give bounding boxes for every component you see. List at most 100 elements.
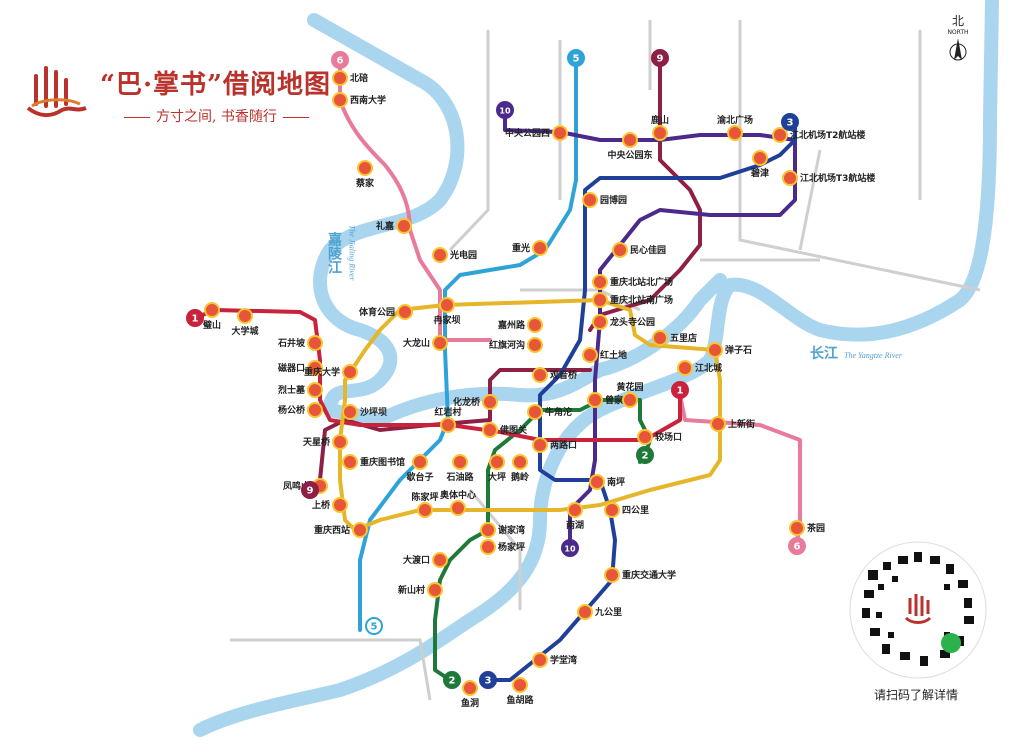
station-marker[interactable]: 西南大学 xyxy=(332,92,386,108)
book-station-icon[interactable] xyxy=(427,582,443,598)
book-station-icon[interactable] xyxy=(622,132,638,148)
station-marker[interactable]: 两路口 xyxy=(532,437,577,453)
station-marker[interactable]: 陈家坪 xyxy=(411,491,439,518)
station-marker[interactable]: 鱼洞 xyxy=(461,680,479,709)
book-station-icon[interactable] xyxy=(652,330,668,346)
line-badge[interactable]: 2 xyxy=(636,446,654,464)
station-marker[interactable]: 重庆交通大学 xyxy=(604,567,676,583)
book-station-icon[interactable] xyxy=(532,367,548,383)
book-station-icon[interactable] xyxy=(332,92,348,108)
station-marker[interactable]: 烈士墓 xyxy=(278,382,323,398)
book-station-icon[interactable] xyxy=(397,304,413,320)
station-marker[interactable]: 石油路 xyxy=(445,454,474,483)
book-station-icon[interactable] xyxy=(604,567,620,583)
book-station-icon[interactable] xyxy=(440,417,456,433)
station-marker[interactable]: 红土地 xyxy=(582,347,627,363)
station-marker[interactable]: 上新街 xyxy=(710,416,755,432)
book-station-icon[interactable] xyxy=(637,429,653,445)
book-station-icon[interactable] xyxy=(527,317,543,333)
station-marker[interactable]: 佛图关 xyxy=(482,422,527,438)
book-station-icon[interactable] xyxy=(432,552,448,568)
book-station-icon[interactable] xyxy=(357,160,373,176)
book-station-icon[interactable] xyxy=(772,127,788,143)
book-station-icon[interactable] xyxy=(439,297,455,313)
book-station-icon[interactable] xyxy=(352,522,368,538)
book-station-icon[interactable] xyxy=(432,247,448,263)
book-station-icon[interactable] xyxy=(587,392,603,408)
book-station-icon[interactable] xyxy=(480,522,496,538)
station-marker[interactable]: 民心佳园 xyxy=(612,242,666,258)
book-station-icon[interactable] xyxy=(480,539,496,555)
book-station-icon[interactable] xyxy=(527,337,543,353)
station-marker[interactable]: 冉家坝 xyxy=(433,297,461,326)
book-station-icon[interactable] xyxy=(450,500,466,516)
station-marker[interactable]: 大学城 xyxy=(231,308,259,337)
station-marker[interactable]: 江北机场T3航站楼 xyxy=(782,170,875,186)
book-station-icon[interactable] xyxy=(307,335,323,351)
line-badge[interactable]: 1 xyxy=(671,381,689,399)
station-marker[interactable]: 黄花园 xyxy=(616,381,644,408)
book-station-icon[interactable] xyxy=(396,218,412,234)
station-marker[interactable]: 重庆北站北广场 xyxy=(592,274,673,290)
book-station-icon[interactable] xyxy=(592,274,608,290)
book-station-icon[interactable] xyxy=(527,404,543,420)
station-marker[interactable]: 重光 xyxy=(512,240,548,256)
book-station-icon[interactable] xyxy=(432,335,448,351)
book-station-icon[interactable] xyxy=(342,404,358,420)
book-station-icon[interactable] xyxy=(482,394,498,410)
book-station-icon[interactable] xyxy=(710,416,726,432)
station-marker[interactable]: 南坪 xyxy=(589,474,625,490)
station-marker[interactable]: 龙头寺公园 xyxy=(592,314,655,330)
station-marker[interactable]: 重庆北站南广场 xyxy=(592,292,673,308)
book-station-icon[interactable] xyxy=(582,192,598,208)
station-marker[interactable]: 璧山 xyxy=(202,302,221,331)
book-station-icon[interactable] xyxy=(462,680,478,696)
station-marker[interactable]: 江北城 xyxy=(677,360,722,376)
book-station-icon[interactable] xyxy=(652,125,668,141)
book-station-icon[interactable] xyxy=(342,454,358,470)
book-station-icon[interactable] xyxy=(592,314,608,330)
station-marker[interactable]: 渝北广场 xyxy=(717,114,753,141)
book-station-icon[interactable] xyxy=(782,170,798,186)
station-marker[interactable]: 鱼胡路 xyxy=(506,677,534,706)
station-marker[interactable]: 牛角沱 xyxy=(527,404,572,420)
book-station-icon[interactable] xyxy=(677,360,693,376)
book-station-icon[interactable] xyxy=(204,302,220,318)
station-marker[interactable]: 重庆西站 xyxy=(314,522,368,538)
book-station-icon[interactable] xyxy=(532,437,548,453)
station-marker[interactable]: 杨家坪 xyxy=(480,539,525,555)
book-station-icon[interactable] xyxy=(552,125,568,141)
station-marker[interactable]: 南湖 xyxy=(566,502,584,531)
station-marker[interactable]: 中央公园西 xyxy=(505,125,568,141)
station-marker[interactable]: 光电园 xyxy=(432,247,477,263)
station-marker[interactable]: 大渡口 xyxy=(403,552,448,568)
book-station-icon[interactable] xyxy=(417,502,433,518)
book-station-icon[interactable] xyxy=(589,474,605,490)
book-station-icon[interactable] xyxy=(307,360,323,376)
book-station-icon[interactable] xyxy=(707,342,723,358)
book-station-icon[interactable] xyxy=(512,454,528,470)
book-station-icon[interactable] xyxy=(332,70,348,86)
book-station-icon[interactable] xyxy=(307,402,323,418)
book-station-icon[interactable] xyxy=(532,652,548,668)
station-marker[interactable]: 磁器口 xyxy=(278,360,323,376)
station-marker[interactable]: 杨公桥 xyxy=(278,402,323,418)
book-station-icon[interactable] xyxy=(567,502,583,518)
station-marker[interactable]: 天星桥 xyxy=(303,434,348,450)
station-marker[interactable]: 江北机场T2航站楼 xyxy=(772,127,865,143)
book-station-icon[interactable] xyxy=(592,292,608,308)
station-marker[interactable]: 红旗河沟 xyxy=(489,337,543,353)
book-station-icon[interactable] xyxy=(482,422,498,438)
line-badge[interactable]: 5 xyxy=(567,49,585,67)
book-station-icon[interactable] xyxy=(789,520,805,536)
station-marker[interactable]: 奥体中心 xyxy=(439,489,476,516)
line-badge[interactable]: 6 xyxy=(331,51,349,69)
book-station-icon[interactable] xyxy=(604,502,620,518)
station-marker[interactable]: 九公里 xyxy=(577,604,622,620)
book-station-icon[interactable] xyxy=(512,677,528,693)
book-station-icon[interactable] xyxy=(307,382,323,398)
line-badge[interactable]: 5 xyxy=(365,617,383,635)
station-marker[interactable]: 蔡家 xyxy=(355,160,375,189)
station-marker[interactable]: 红岩村 xyxy=(434,406,462,433)
station-marker[interactable]: 园博园 xyxy=(582,192,627,208)
